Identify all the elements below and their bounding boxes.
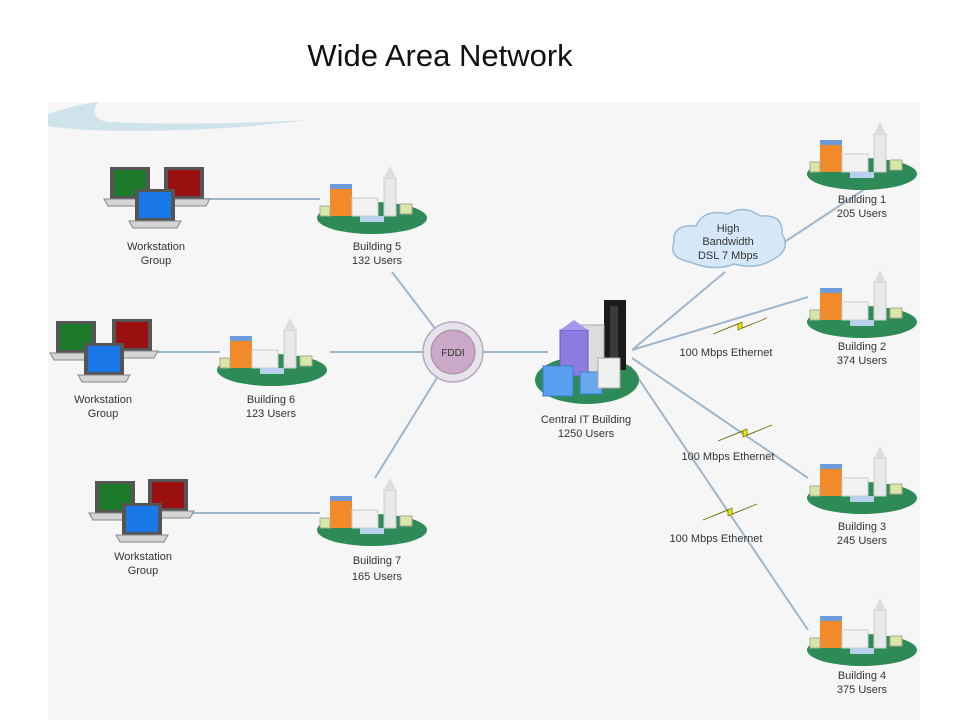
link-central-b3 (631, 357, 809, 479)
building-name: Building 4 (838, 670, 886, 682)
building-name: Building 5 (353, 241, 401, 253)
link-central-b4 (629, 365, 809, 631)
workstation-label-line2: Group (128, 565, 159, 577)
building-users: 165 Users (352, 571, 403, 583)
building-name: Building 7 (353, 555, 401, 567)
building-users: 205 Users (837, 208, 888, 220)
ethernet-label: 100 Mbps Ethernet (682, 451, 775, 463)
building-users: 375 Users (837, 684, 888, 696)
building-users: 123 Users (246, 408, 297, 420)
central-building-icon (542, 300, 626, 397)
fddi-label: FDDI (441, 348, 464, 359)
building-3: Building 3 245 Users (806, 445, 918, 547)
workstation-label-line1: Workstation (114, 551, 172, 563)
monitor-icon (115, 502, 169, 543)
monitor-icon (77, 342, 131, 383)
building-icon (806, 597, 918, 667)
link-central-cloud (631, 271, 726, 351)
monitor-icon (128, 188, 182, 229)
building-name: Central IT Building (541, 414, 631, 426)
dsl-cloud-icon: High Bandwidth DSL 7 Mbps (672, 208, 787, 269)
building-name: Building 6 (247, 394, 295, 406)
workstation-label-line1: Workstation (74, 394, 132, 406)
building-icon (806, 445, 918, 515)
building-users: 374 Users (837, 355, 888, 367)
building-icon (806, 121, 918, 191)
ethernet-label: 100 Mbps Ethernet (680, 347, 773, 359)
cloud-label-line3: DSL 7 Mbps (698, 250, 759, 262)
workstation-group: Workstation Group (49, 318, 159, 420)
building-users: 132 Users (352, 255, 403, 267)
building-icon (316, 165, 428, 235)
link-b5-fddi (391, 271, 441, 336)
workstation-label-line2: Group (141, 255, 172, 267)
ethernet-bolt-icon (702, 503, 758, 521)
building-1: Building 1 205 Users (806, 121, 918, 220)
workstation-label-line1: Workstation (127, 241, 185, 253)
building-7: Building 7 165 Users (316, 477, 428, 583)
ethernet-bolt-icon (717, 424, 773, 442)
workstation-label-line2: Group (88, 408, 119, 420)
ethernet-label: 100 Mbps Ethernet (670, 533, 763, 545)
building-name: Building 3 (838, 521, 886, 533)
decorative-swoosh (48, 102, 308, 131)
ethernet-bolt-icon (712, 317, 768, 335)
building-users: 1250 Users (558, 428, 615, 440)
building-5: Building 5 132 Users (316, 165, 428, 267)
link-b7-fddi (374, 372, 441, 479)
building-2: Building 2 374 Users (806, 269, 918, 367)
central-it-building: Central IT Building 1250 Users (535, 300, 639, 440)
building-name: Building 2 (838, 341, 886, 353)
page-title: Wide Area Network (307, 38, 573, 73)
building-name: Building 1 (838, 194, 886, 206)
link-central-b2 (631, 296, 809, 351)
cloud-label-line1: High (717, 223, 740, 235)
network-links (155, 186, 869, 631)
link-cloud-b1 (782, 186, 869, 244)
building-icon (806, 269, 918, 339)
building-users: 245 Users (837, 535, 888, 547)
building-icon (216, 317, 328, 387)
building-icon (316, 477, 428, 547)
fddi-ring-icon: FDDI (422, 321, 484, 383)
building-4: Building 4 375 Users (806, 597, 918, 696)
cloud-label-line2: Bandwidth (702, 236, 753, 248)
building-6: Building 6 123 Users (216, 317, 328, 420)
workstation-group: Workstation Group (103, 166, 211, 267)
workstation-group: Workstation Group (88, 478, 195, 577)
